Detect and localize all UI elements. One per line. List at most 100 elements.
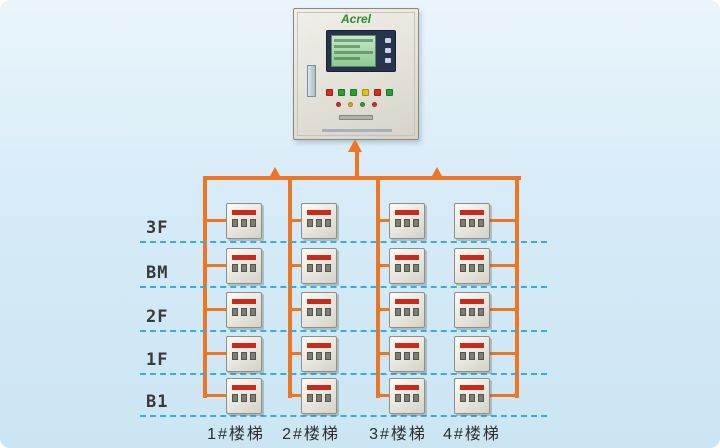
module-indicator	[325, 219, 331, 227]
indicator-light	[374, 89, 381, 96]
module-indicator	[307, 352, 313, 360]
monitor-module-r1-c1	[226, 203, 262, 239]
floor-label: 3F	[146, 218, 169, 238]
module-indicator	[395, 219, 401, 227]
module-indicators	[455, 352, 489, 360]
module-indicator	[404, 264, 410, 272]
module-red-label	[460, 385, 484, 390]
floor-separator-line	[140, 415, 547, 417]
module-indicator	[478, 394, 484, 402]
module-indicator	[316, 308, 322, 316]
module-indicator	[241, 219, 247, 227]
device-drop-line	[203, 352, 227, 355]
module-indicator	[232, 394, 238, 402]
module-indicator	[395, 264, 401, 272]
module-indicator	[460, 352, 466, 360]
device-drop-line	[376, 394, 390, 397]
module-indicator	[469, 264, 475, 272]
module-indicator	[325, 264, 331, 272]
module-red-label	[395, 343, 419, 348]
module-red-label	[460, 210, 484, 215]
small-indicator-light	[360, 102, 365, 107]
monitor-module-r5-c1	[226, 378, 262, 414]
module-indicator	[250, 352, 256, 360]
module-indicators	[390, 308, 424, 316]
module-indicators	[227, 219, 261, 227]
module-red-label	[232, 210, 256, 215]
monitor-module-r2-c1	[226, 248, 262, 284]
floor-separator-line	[140, 286, 547, 288]
device-drop-line	[288, 308, 302, 311]
small-indicator-light	[372, 102, 377, 107]
indicator-lights	[326, 89, 393, 96]
screen-key	[385, 38, 391, 43]
module-red-label	[232, 343, 256, 348]
indicator-light	[362, 89, 369, 96]
lcd-display	[331, 35, 376, 67]
module-indicator	[241, 352, 247, 360]
indicator-light	[326, 89, 333, 96]
module-indicator	[478, 219, 484, 227]
device-drop-line	[203, 264, 227, 267]
module-indicator	[413, 394, 419, 402]
floor-separator-line	[140, 241, 547, 243]
module-indicator	[460, 219, 466, 227]
monitor-module-r3-c4	[454, 292, 490, 328]
module-indicator	[307, 219, 313, 227]
module-indicator	[232, 308, 238, 316]
floor-separator-line	[140, 373, 547, 375]
monitor-module-r2-c3	[389, 248, 425, 284]
bus-trunk-line	[203, 176, 521, 180]
monitor-module-r5-c4	[454, 378, 490, 414]
device-drop-line	[203, 308, 227, 311]
monitor-module-r1-c2	[301, 203, 337, 239]
monitor-module-r4-c4	[454, 336, 490, 372]
module-indicator	[250, 394, 256, 402]
module-indicators	[455, 264, 489, 272]
module-indicator	[325, 352, 331, 360]
small-indicator-light	[336, 102, 341, 107]
cabinet-screen-bezel	[326, 30, 396, 72]
device-drop-line	[489, 308, 519, 311]
module-indicator	[316, 219, 322, 227]
module-indicator	[413, 352, 419, 360]
module-indicator	[469, 352, 475, 360]
lcd-text-line	[334, 39, 373, 42]
device-drop-line	[376, 308, 390, 311]
device-drop-line	[288, 264, 302, 267]
module-indicator	[478, 264, 484, 272]
monitor-module-r3-c3	[389, 292, 425, 328]
acrel-logo: Acrel	[340, 12, 372, 26]
module-indicator	[232, 264, 238, 272]
module-indicators	[302, 308, 336, 316]
floor-separator-line	[140, 330, 547, 332]
module-indicator	[241, 264, 247, 272]
device-drop-line	[489, 264, 519, 267]
module-indicator	[316, 394, 322, 402]
monitor-module-r2-c4	[454, 248, 490, 284]
module-indicator	[460, 308, 466, 316]
module-red-label	[307, 385, 331, 390]
floor-label: B1	[146, 392, 169, 412]
module-indicator	[316, 264, 322, 272]
screen-key	[385, 58, 391, 63]
device-drop-line	[376, 352, 390, 355]
level-gauge	[307, 65, 316, 97]
monitor-module-r5-c3	[389, 378, 425, 414]
module-indicator	[460, 264, 466, 272]
indicator-light	[338, 89, 345, 96]
cabinet-label-text-line	[322, 129, 392, 132]
small-indicator-lights	[336, 102, 377, 107]
module-indicator	[241, 308, 247, 316]
floor-label: 2F	[146, 307, 169, 327]
module-indicator	[413, 264, 419, 272]
monitor-module-r5-c2	[301, 378, 337, 414]
monitor-module-r1-c3	[389, 203, 425, 239]
module-red-label	[460, 299, 484, 304]
bus-flow-arrow	[432, 167, 442, 176]
device-drop-line	[489, 352, 519, 355]
module-indicator	[316, 352, 322, 360]
module-red-label	[395, 385, 419, 390]
module-indicator	[307, 394, 313, 402]
